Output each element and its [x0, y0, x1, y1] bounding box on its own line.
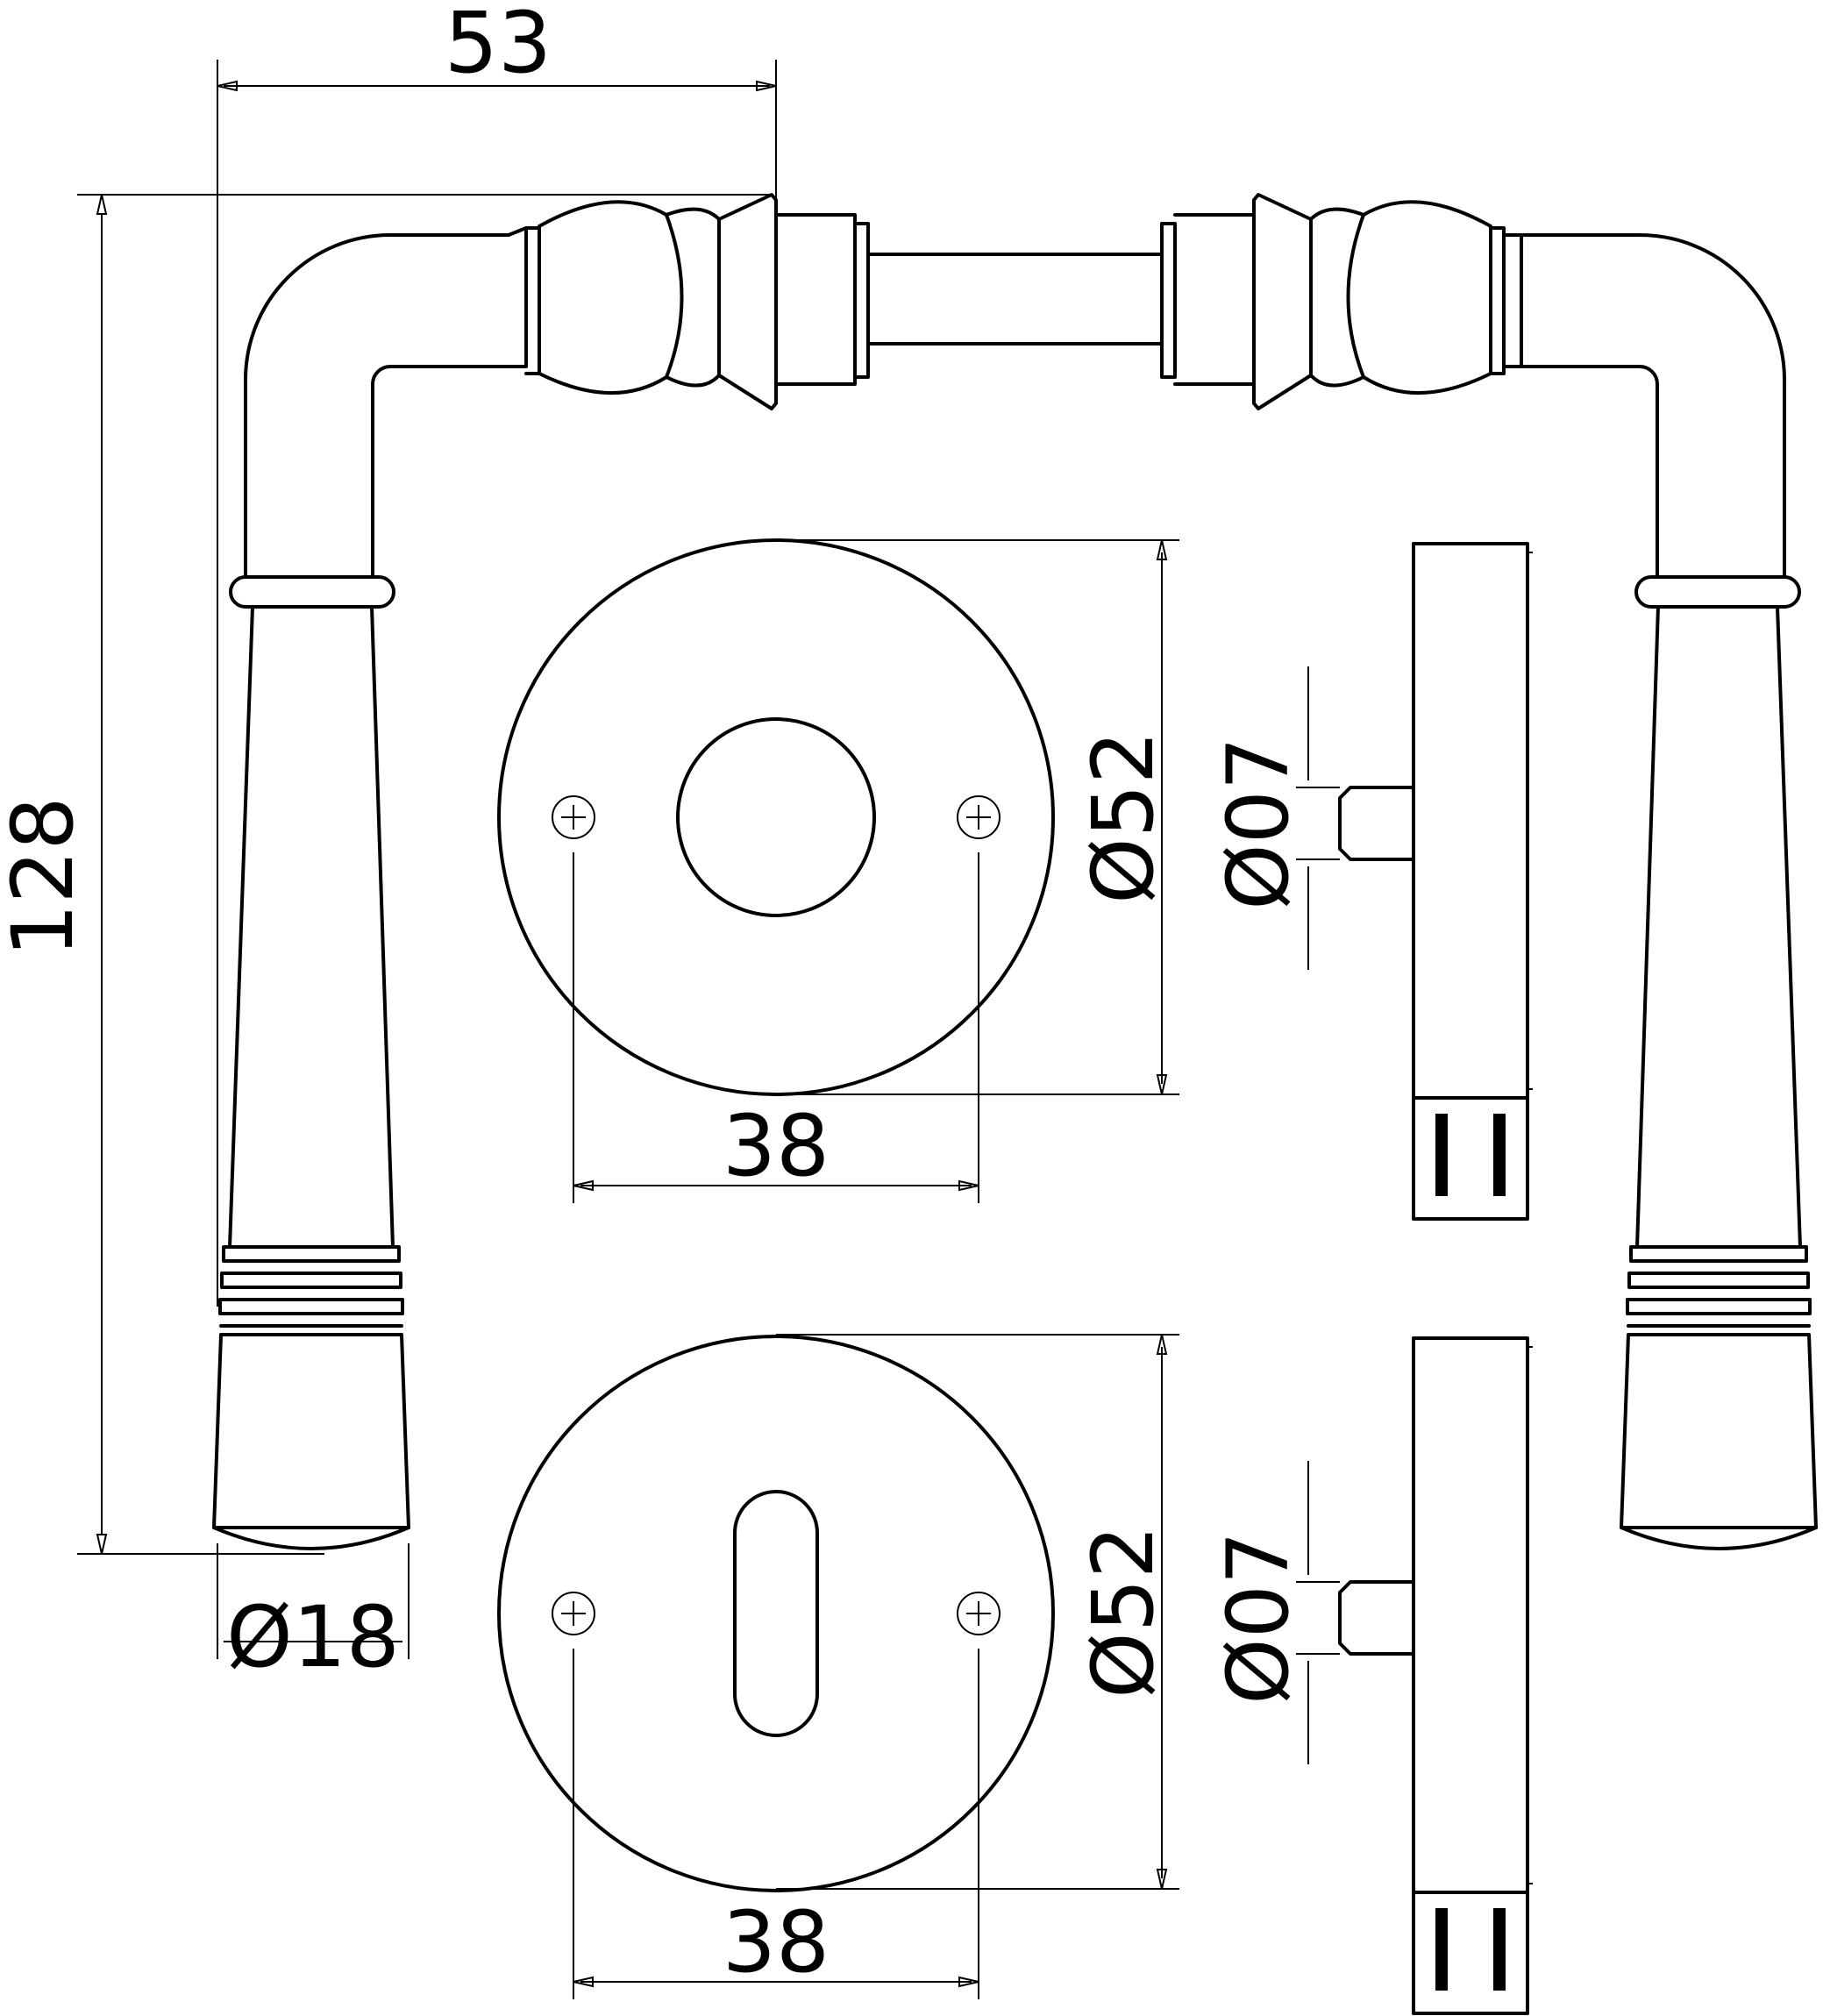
rose-bottom-side-view [1338, 1336, 1533, 2015]
rose-bottom [497, 1335, 1055, 1892]
rose-top [497, 538, 1055, 1096]
screw-icon [957, 1592, 1001, 1635]
dimension-lines [77, 60, 1340, 1999]
spindle-bar [866, 253, 1164, 345]
dim-rose-top-screw-spacing-label: 38 [723, 1097, 830, 1195]
right-lever-handle [1160, 193, 1818, 1550]
dim-handle-end-diameter-label: Ø18 [226, 1588, 400, 1686]
dim-rose-bottom-screw-spacing-label: 38 [723, 1893, 830, 1991]
dim-spindle-bottom-diameter-label: Ø07 [1209, 1531, 1307, 1705]
rose-bottom-outer-circle [497, 1335, 1055, 1892]
dim-rose-bottom-diameter-label: Ø52 [1074, 1525, 1172, 1699]
rose-top-spindle-hole [676, 717, 876, 917]
dim-overall-width-label: 53 [445, 0, 552, 92]
screw-icon [552, 795, 595, 839]
screw-icon [552, 1592, 595, 1635]
dim-spindle-top-diameter-label: Ø07 [1209, 737, 1307, 910]
screw-icon [957, 795, 1001, 839]
dim-rose-top-diameter-label: Ø52 [1074, 730, 1172, 904]
keyhole-slot [733, 1490, 819, 1737]
dim-overall-height-label: 128 [0, 796, 92, 957]
rose-top-side-view [1338, 542, 1533, 1221]
left-lever-handle [212, 193, 870, 1550]
